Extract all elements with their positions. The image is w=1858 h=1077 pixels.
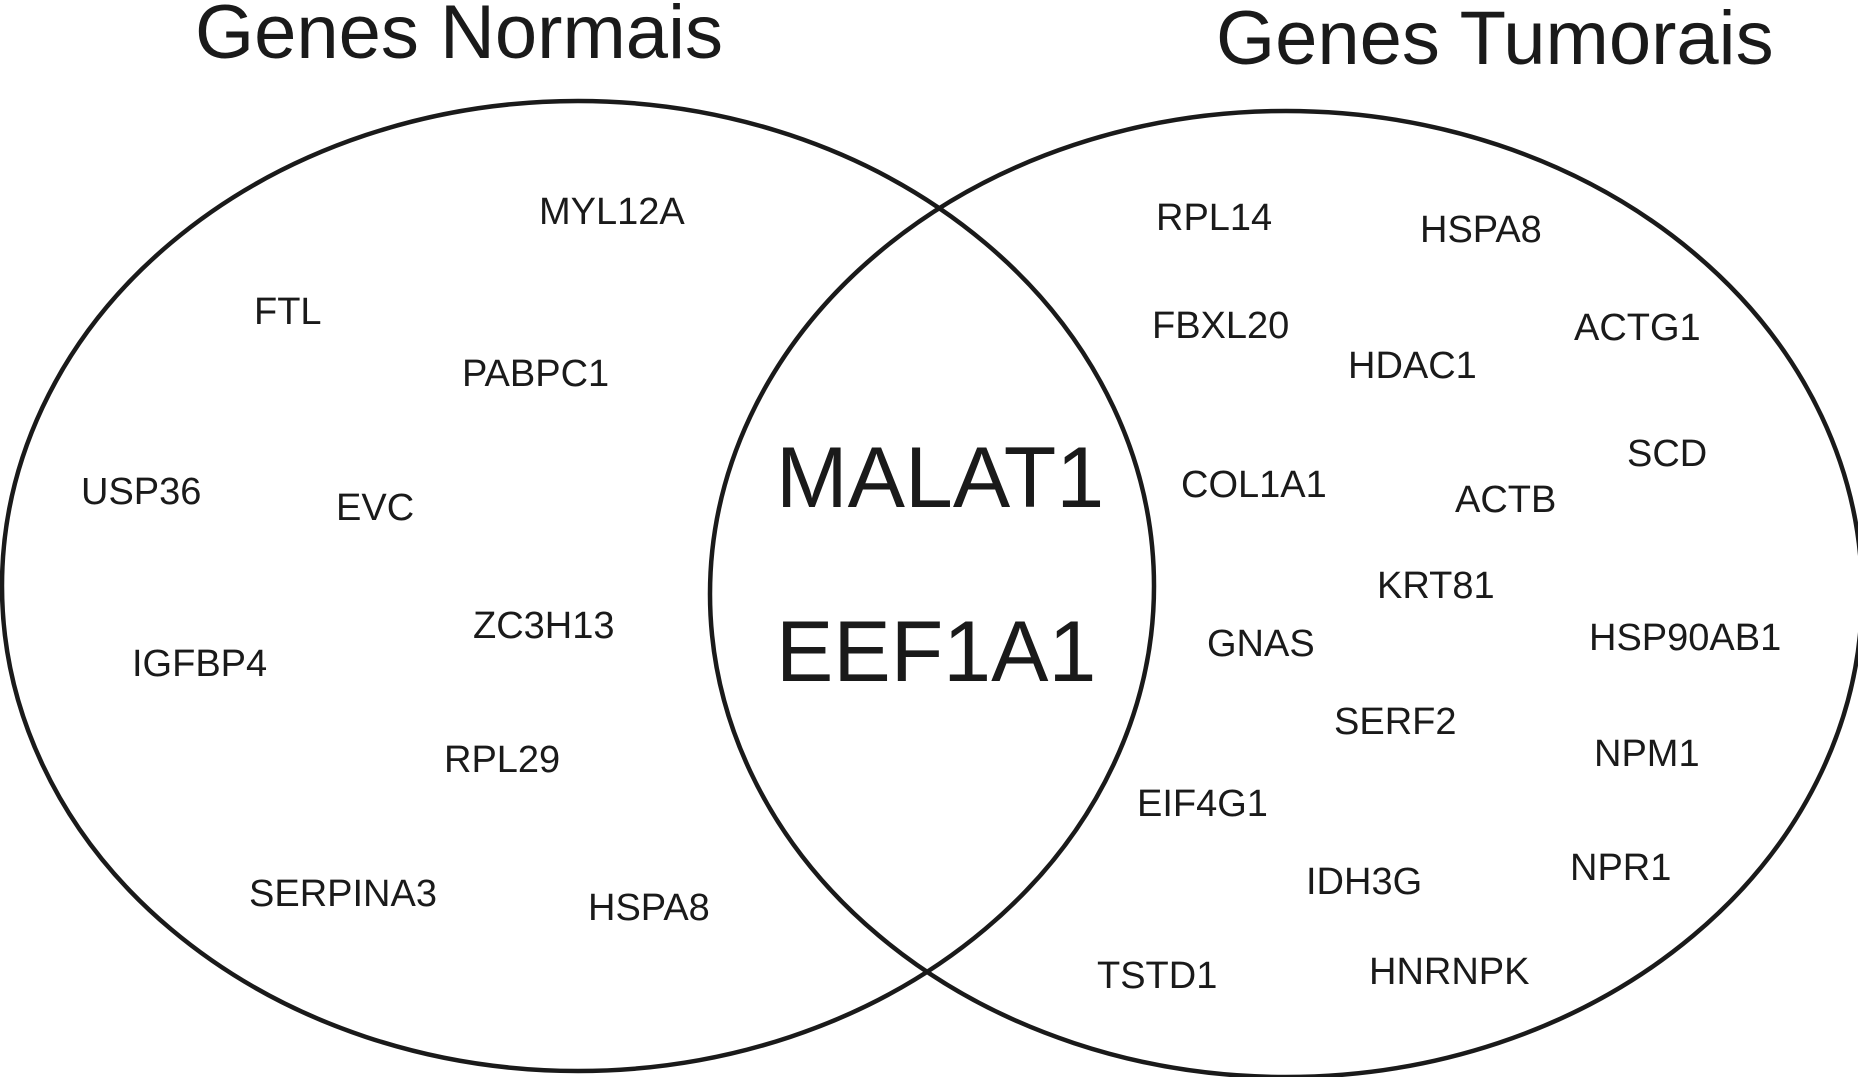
normal-gene-label: ZC3H13: [473, 605, 615, 647]
tumor-gene-label: ACTB: [1455, 479, 1556, 521]
tumor-gene-label: FBXL20: [1152, 305, 1289, 347]
tumor-gene-label: HSPA8: [1420, 209, 1542, 251]
tumor-gene-label: GNAS: [1207, 623, 1315, 665]
tumor-gene-label: SERF2: [1334, 701, 1456, 743]
shared-gene-label: MALAT1: [776, 430, 1104, 526]
tumor-gene-label: HDAC1: [1348, 345, 1477, 387]
tumor-gene-label: RPL14: [1156, 197, 1272, 239]
normal-gene-label: MYL12A: [539, 191, 685, 233]
normal-gene-label: FTL: [254, 291, 322, 333]
tumor-gene-label: HNRNPK: [1369, 951, 1529, 993]
normal-gene-label: EVC: [336, 487, 414, 529]
shared-gene-label: EEF1A1: [776, 604, 1096, 700]
normal-set-title: Genes Normais: [195, 0, 723, 75]
tumor-genes-circle: [707, 108, 1858, 1077]
normal-gene-label: SERPINA3: [249, 873, 437, 915]
tumor-gene-label: SCD: [1627, 433, 1707, 475]
normal-gene-label: PABPC1: [462, 353, 609, 395]
tumor-gene-label: ACTG1: [1574, 307, 1701, 349]
tumor-gene-label: NPM1: [1594, 733, 1700, 775]
tumor-set-title: Genes Tumorais: [1216, 0, 1774, 81]
tumor-gene-label: KRT81: [1377, 565, 1495, 607]
tumor-gene-label: HSP90AB1: [1589, 617, 1781, 659]
normal-gene-label: HSPA8: [588, 887, 710, 929]
tumor-gene-label: COL1A1: [1181, 464, 1327, 506]
tumor-gene-label: IDH3G: [1306, 861, 1422, 903]
normal-gene-label: USP36: [81, 471, 201, 513]
tumor-gene-label: TSTD1: [1097, 955, 1217, 997]
normal-genes-circle: [0, 98, 1157, 1074]
normal-gene-label: IGFBP4: [132, 643, 267, 685]
tumor-gene-label: EIF4G1: [1137, 783, 1268, 825]
tumor-gene-label: NPR1: [1570, 847, 1671, 889]
normal-gene-label: RPL29: [444, 739, 560, 781]
